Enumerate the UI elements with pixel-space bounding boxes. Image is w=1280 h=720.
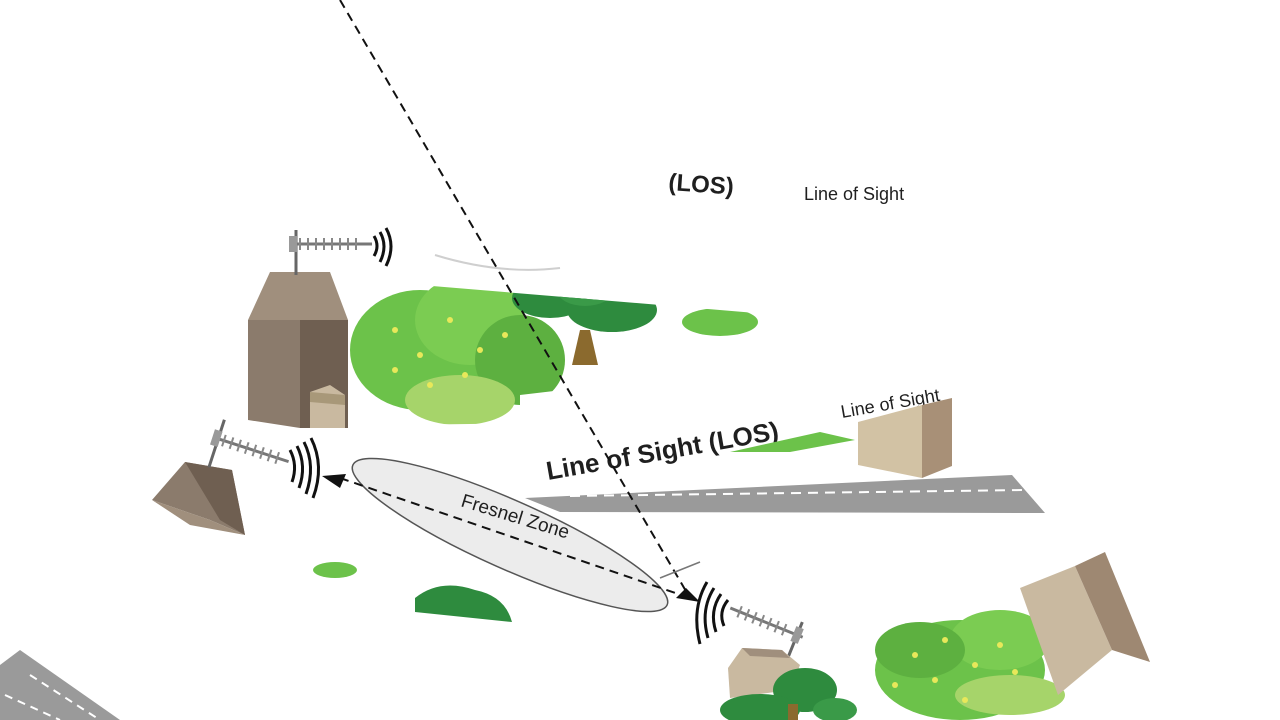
lower-strip: [0, 552, 1150, 720]
yagi-antenna-icon: [207, 419, 290, 468]
right-box-building: [1020, 552, 1150, 695]
left-small-building: [152, 462, 245, 535]
line-of-sight-label-top: Line of Sight: [804, 184, 904, 204]
line-of-sight-path: [339, 0, 691, 599]
signal-waves-icon: [695, 581, 730, 645]
diagram-title-fragment: (LOS): [668, 169, 735, 200]
bottom-tree-right: [875, 610, 1065, 720]
signal-waves-icon: [372, 227, 393, 267]
corner-road: [0, 650, 120, 720]
yagi-antenna-icon: [289, 230, 372, 275]
signal-waves-icon: [288, 437, 320, 499]
fresnel-ellipse-fragment: [434, 254, 561, 271]
fresnel-zone: Fresnel Zone: [322, 0, 701, 613]
arrow-left-icon: [322, 474, 346, 488]
fresnel-ellipse: [351, 457, 669, 613]
title-band: Line of Sight (LOS) Line of Sight: [520, 355, 960, 500]
tower-building: [248, 272, 348, 428]
box-building: [858, 398, 952, 478]
road: [525, 475, 1045, 513]
bottom-tree-dark: [720, 668, 857, 720]
arrow-right-icon: [676, 588, 700, 602]
